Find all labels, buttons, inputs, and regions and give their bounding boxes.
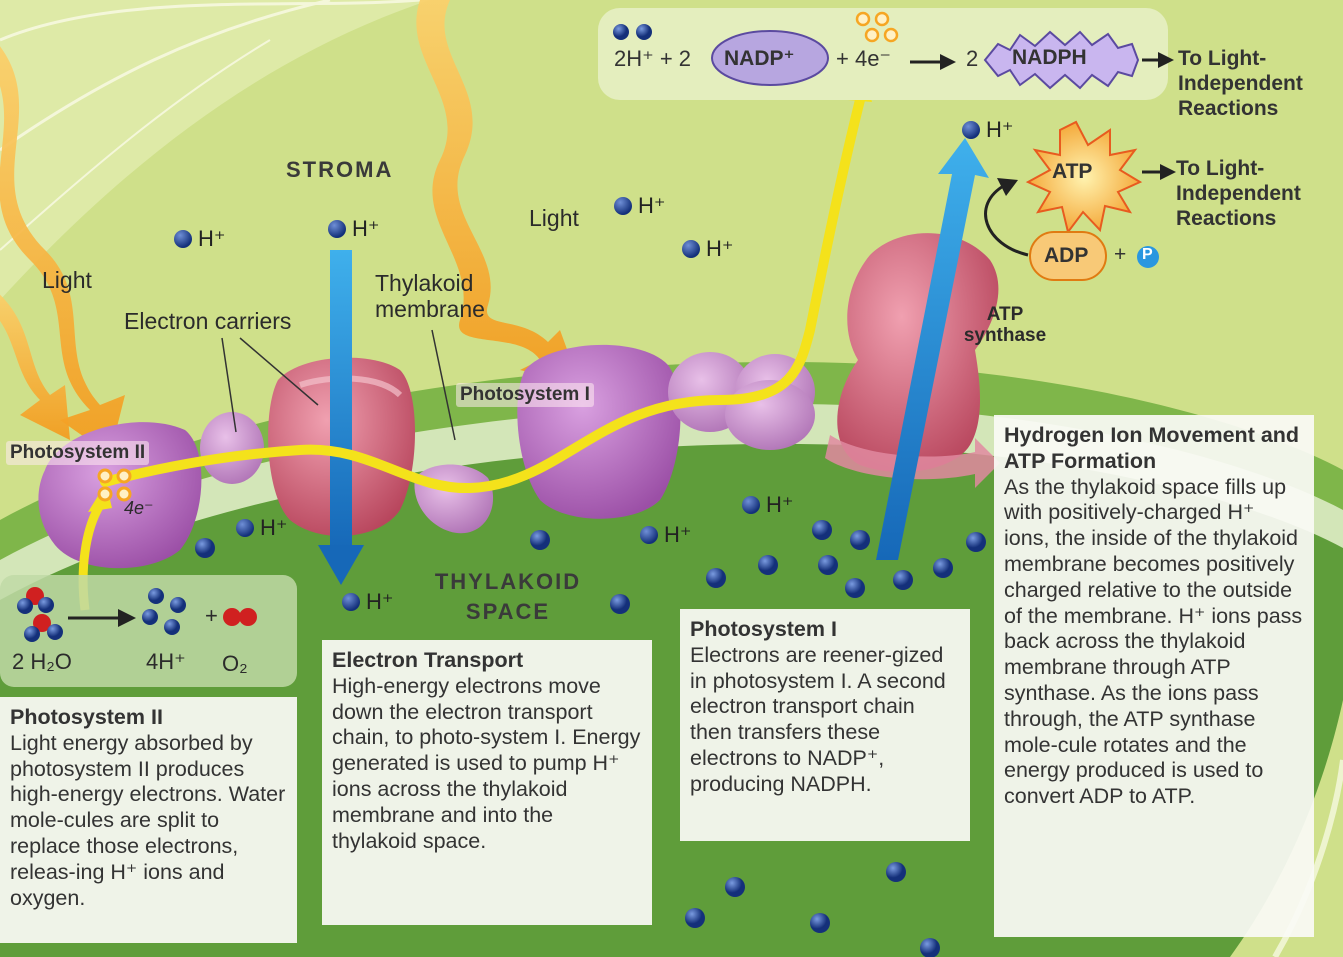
atp-label: ATP xyxy=(1052,160,1092,184)
adp-plus: + xyxy=(1114,243,1126,267)
nadph-eq-hydrogen: 2H⁺ + 2 xyxy=(614,46,691,72)
nadph-destination: To Light-Independent Reactions xyxy=(1178,46,1328,122)
four-electrons-label: 4e⁻ xyxy=(124,499,154,519)
atp-synthase-label: ATP synthase xyxy=(950,305,1060,347)
atp-destination: To Light-Independent Reactions xyxy=(1176,156,1326,232)
caption-photosystem-i-title: Photosystem I xyxy=(690,617,960,643)
caption-photosystem-i-body: Electrons are reener-gized in photosyste… xyxy=(690,643,946,796)
nadph-eq-coefficient: 2 xyxy=(966,46,978,72)
proton-icon xyxy=(174,230,192,248)
phosphate-label: P xyxy=(1142,246,1153,264)
caption-atp-formation-title: Hydrogen Ion Movement and ATP Formation xyxy=(1004,423,1304,475)
caption-photosystem-ii-body: Light energy absorbed by photosystem II … xyxy=(10,731,285,910)
nadph-label: NADPH xyxy=(1012,46,1087,70)
proton-icon xyxy=(962,121,980,139)
adp-label: ADP xyxy=(1044,244,1088,268)
nadph-eq-electrons: + 4e⁻ xyxy=(836,46,891,72)
h-ion: H⁺ xyxy=(640,522,692,548)
h-ion: H⁺ xyxy=(236,515,288,541)
caption-photosystem-ii-title: Photosystem II xyxy=(10,705,287,731)
oxygen-label: O₂ xyxy=(222,652,248,676)
proton-icon xyxy=(342,593,360,611)
nadp-label: NADP⁺ xyxy=(724,46,795,71)
h-ion: H⁺ xyxy=(614,193,666,219)
caption-atp-formation: Hydrogen Ion Movement and ATP Formation … xyxy=(994,415,1314,937)
h-ion: H⁺ xyxy=(328,216,380,242)
proton-icon xyxy=(742,496,760,514)
proton-icon xyxy=(236,519,254,537)
caption-electron-transport-title: Electron Transport xyxy=(332,648,642,674)
caption-photosystem-ii: Photosystem II Light energy absorbed by … xyxy=(0,697,297,943)
photosystem-i-label: Photosystem I xyxy=(456,383,594,407)
caption-electron-transport-body: High-energy electrons move down the elec… xyxy=(332,674,640,853)
water-hydrogen-label: 4H⁺ xyxy=(146,650,186,674)
water-label: 2 H₂O xyxy=(12,650,72,674)
photosystem-ii-label: Photosystem II xyxy=(6,441,149,465)
caption-electron-transport: Electron Transport High-energy electrons… xyxy=(322,640,652,925)
proton-icon xyxy=(328,220,346,238)
proton-icon xyxy=(682,240,700,258)
caption-photosystem-i: Photosystem I Electrons are reener-gized… xyxy=(680,609,970,841)
h-ion: H⁺ xyxy=(682,236,734,262)
caption-atp-formation-body: As the thylakoid space fills up with pos… xyxy=(1004,475,1302,809)
proton-icon xyxy=(614,197,632,215)
h-ion: H⁺ xyxy=(174,226,226,252)
thylakoid-membrane-label: Thylakoid membrane xyxy=(375,270,515,323)
proton-icon xyxy=(640,526,658,544)
h-ion: H⁺ xyxy=(342,589,394,615)
h-ion: H⁺ xyxy=(962,117,1014,143)
water-plus: + xyxy=(205,604,218,628)
h-ion: H⁺ xyxy=(742,492,794,518)
